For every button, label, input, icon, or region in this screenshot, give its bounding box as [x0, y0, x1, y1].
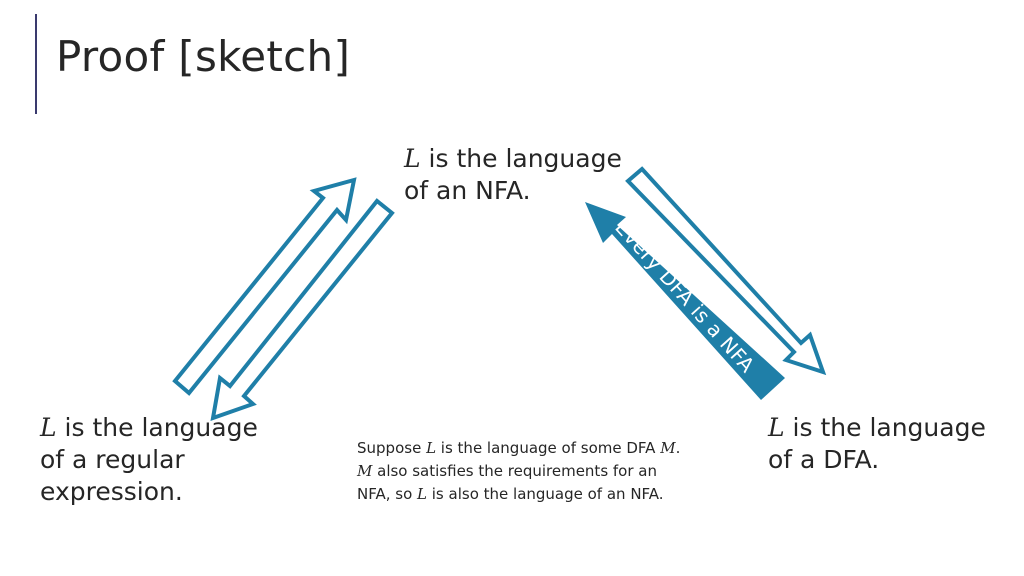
note-text: also satisfies the requirements for an: [372, 462, 657, 480]
slide-title: Proof [sketch]: [56, 32, 351, 81]
node-regex: L is the language of a regular expressio…: [40, 412, 258, 508]
explanation-note: Suppose L is the language of some DFA M.…: [357, 437, 727, 506]
variable-l: L: [40, 413, 57, 442]
note-text: .: [675, 439, 681, 457]
variable-l: L: [404, 144, 421, 173]
note-text: NFA, so: [357, 485, 418, 503]
variable-l: L: [417, 485, 427, 503]
variable-l: L: [768, 413, 785, 442]
note-text: is also the language of an NFA.: [427, 485, 664, 503]
arrow-nfa-to-dfa: [625, 166, 827, 376]
node-regex-line3: expression.: [40, 477, 183, 506]
variable-l: L: [426, 439, 437, 457]
title-accent-rule: [35, 14, 37, 114]
note-text: is the language of some DFA: [436, 439, 661, 457]
node-dfa: L is the language of a DFA.: [768, 412, 986, 476]
node-dfa-line1: is the language: [784, 413, 986, 442]
arrow-regex-to-nfa: [172, 177, 357, 396]
node-dfa-line2: of a DFA.: [768, 445, 880, 474]
arrow-nfa-to-regex: [210, 198, 395, 422]
note-text: Suppose: [357, 439, 427, 457]
node-regex-line1: is the language: [56, 413, 258, 442]
variable-m: M: [357, 462, 373, 480]
node-nfa: L is the language of an NFA.: [404, 143, 622, 207]
node-nfa-line2: of an NFA.: [404, 176, 531, 205]
variable-m: M: [660, 439, 676, 457]
arrow-dfa-to-nfa: [585, 202, 785, 400]
node-nfa-line1: is the language: [420, 144, 622, 173]
node-regex-line2: of a regular: [40, 445, 185, 474]
